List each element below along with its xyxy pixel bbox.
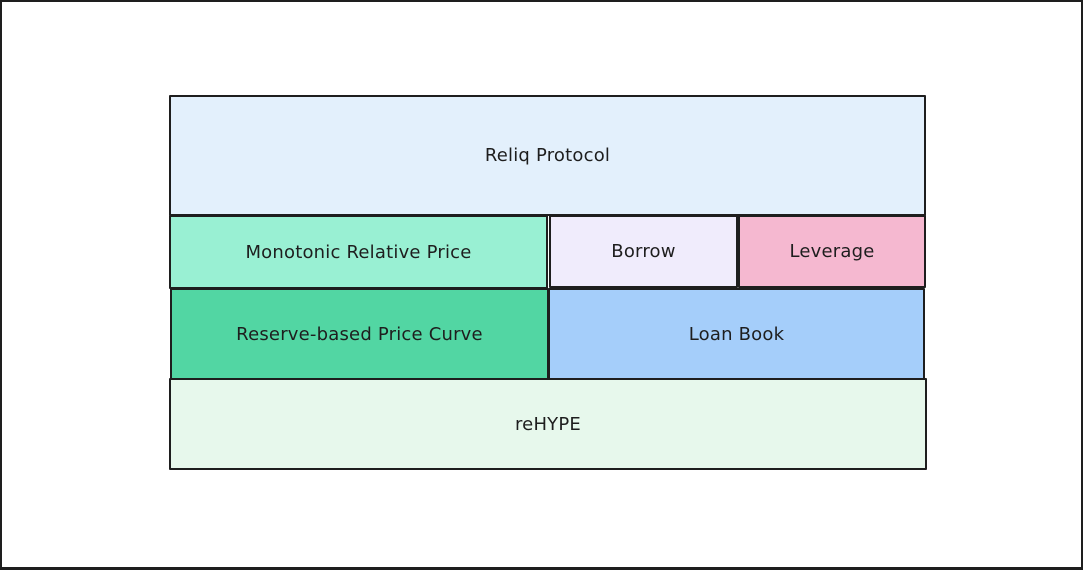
leverage-label: Leverage <box>789 241 875 262</box>
leverage-box: Leverage <box>738 215 926 288</box>
monotonic-relative-price-label: Monotonic Relative Price <box>245 241 472 263</box>
borrow-box: Borrow <box>549 215 738 288</box>
borrow-label: Borrow <box>611 241 676 262</box>
rehype-label: reHYPE <box>514 413 582 435</box>
reserve-based-price-curve-box: Reserve-based Price Curve <box>170 288 549 380</box>
reliq-protocol-label: Reliq Protocol <box>484 145 611 166</box>
loan-book-box: Loan Book <box>548 288 925 380</box>
rehype-box: reHYPE <box>169 378 927 470</box>
reserve-based-price-curve-label: Reserve-based Price Curve <box>236 323 483 345</box>
loan-book-label: Loan Book <box>688 323 785 345</box>
monotonic-relative-price-box: Monotonic Relative Price <box>169 215 548 289</box>
reliq-protocol-box: Reliq Protocol <box>169 95 926 216</box>
